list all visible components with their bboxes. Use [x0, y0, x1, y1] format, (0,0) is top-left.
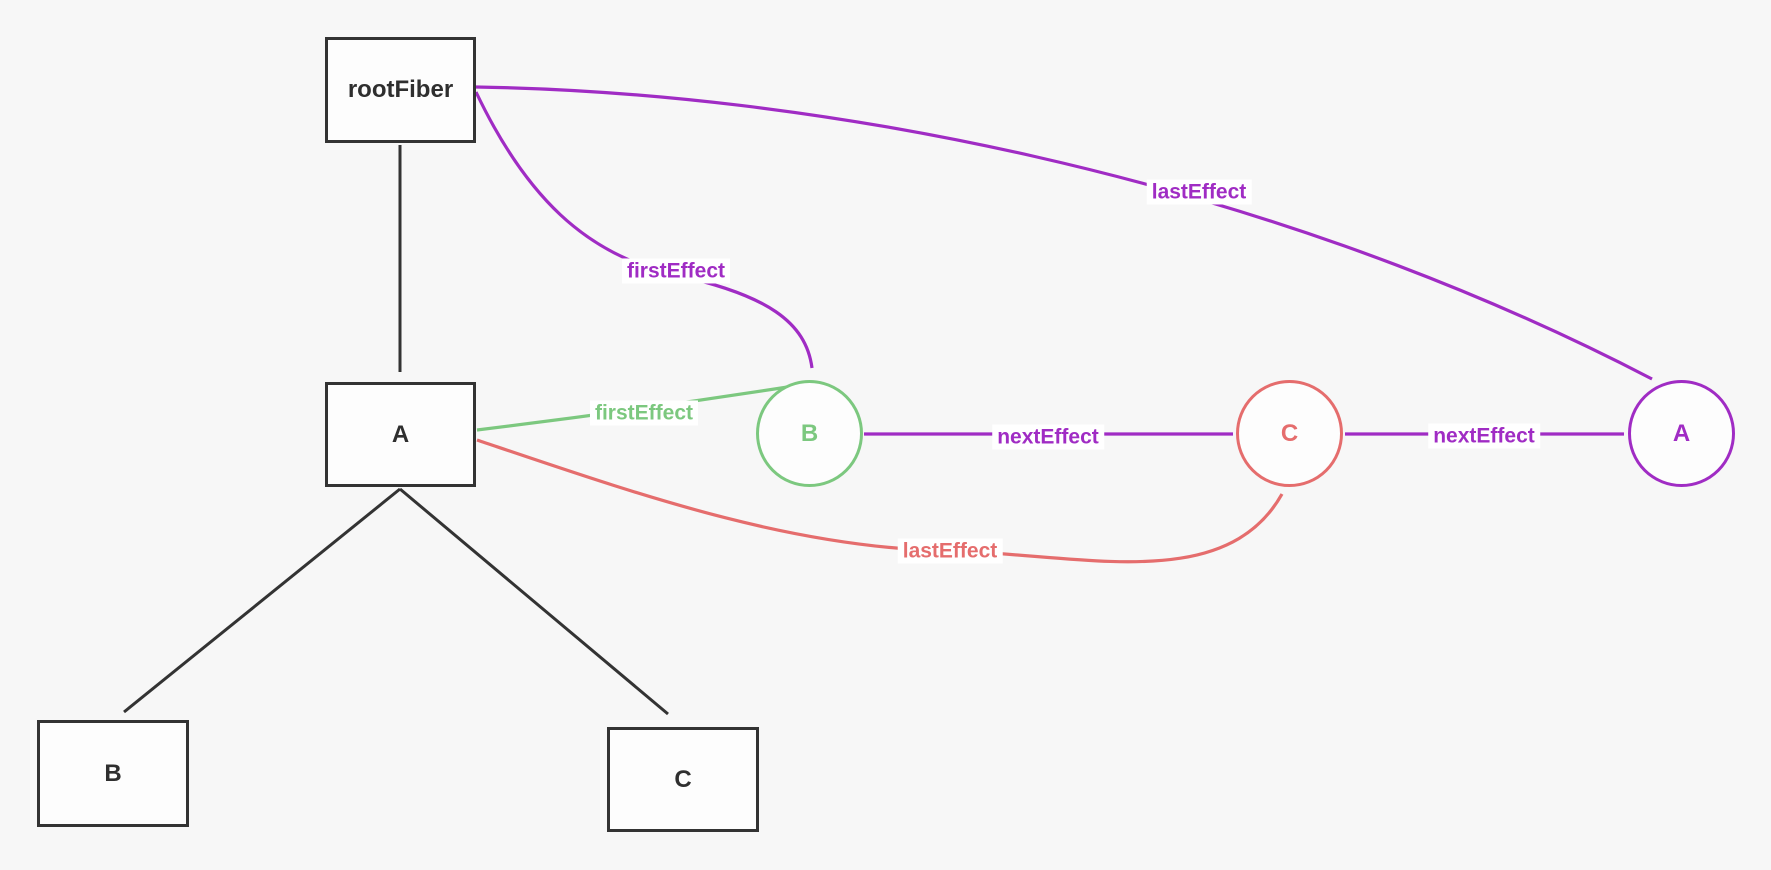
edge-root-lasteffect [475, 85, 1653, 381]
label-root-firsteffect: firstEffect [621, 258, 731, 284]
edge-a-lasteffect [476, 438, 1284, 564]
node-box-c-label: C [674, 765, 692, 793]
node-box-a-label: A [391, 420, 410, 448]
node-box-b: B [37, 720, 189, 827]
effect-circle-c: C [1236, 380, 1343, 487]
label-a-lasteffect: lastEffect [897, 538, 1003, 564]
edge-root-firsteffect [474, 91, 814, 369]
edge-a-to-c [399, 487, 669, 716]
effect-circle-c-label: C [1280, 419, 1299, 447]
label-a-firsteffect: firstEffect [589, 400, 699, 426]
effect-circle-a: A [1628, 380, 1735, 487]
edge-a-to-b [123, 487, 401, 714]
label-nexteffect-b-c: nextEffect [992, 424, 1104, 450]
node-rootfiber: rootFiber [325, 37, 476, 143]
label-root-lasteffect: lastEffect [1146, 179, 1252, 205]
effect-circle-b-label: B [800, 419, 819, 447]
effect-circle-b: B [756, 380, 863, 487]
node-box-c: C [607, 727, 759, 832]
effect-circle-a-label: A [1672, 419, 1691, 447]
label-nexteffect-c-a: nextEffect [1428, 423, 1540, 449]
node-rootfiber-label: rootFiber [347, 76, 454, 103]
node-box-a: A [325, 382, 476, 487]
node-box-b-label: B [104, 759, 122, 787]
